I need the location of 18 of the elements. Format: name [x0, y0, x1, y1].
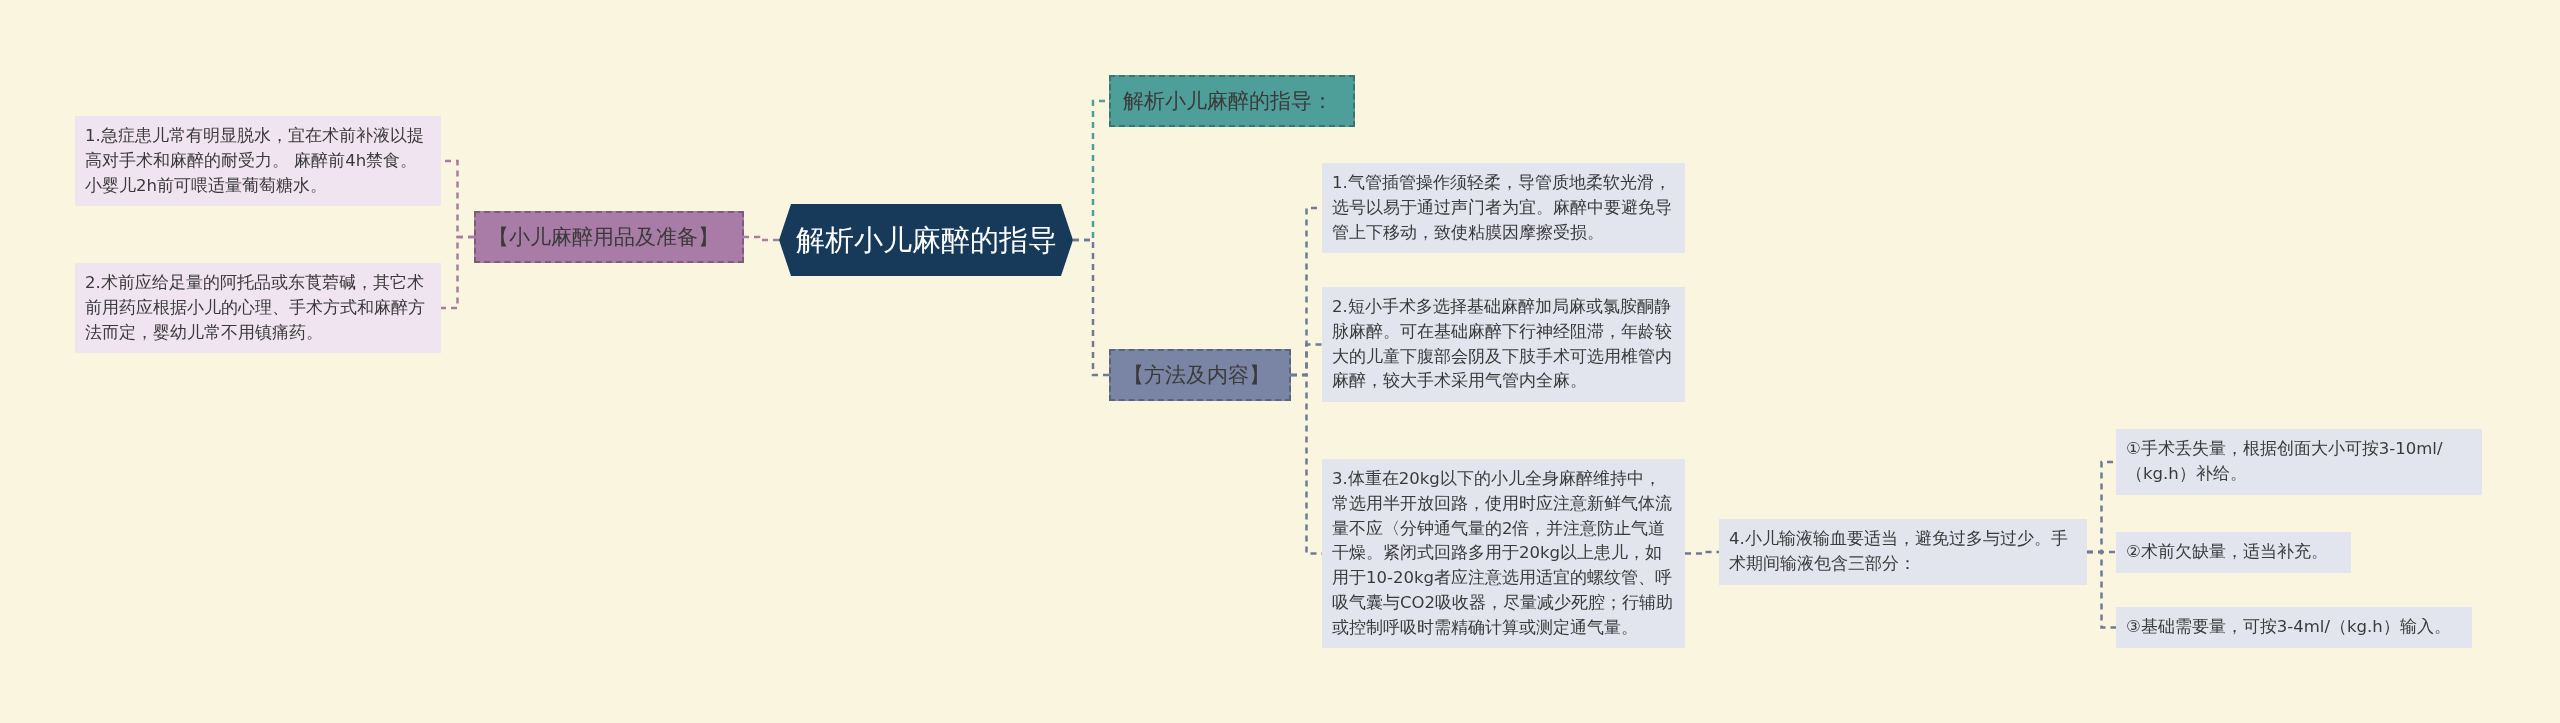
text-box: ②术前欠缺量，适当补充。: [2116, 532, 2351, 573]
central-topic: 解析小儿麻醉的指导: [779, 204, 1073, 276]
text-box: 3.体重在20kg以下的小儿全身麻醉维持中，常选用半开放回路，使用时应注意新鲜气体流量不应〈分钟通气量的2倍，并注意防止气道干燥。紧闭式回路多用于20kg以上患儿，如用于10-20kg者应注意选用适宜的螺纹管、呼吸气囊与CO2吸收器，尽量减少死腔；行辅助或控制呼吸时需精确计算或测定通气量。: [1322, 459, 1685, 649]
connector-line: [441, 235, 474, 310]
branch-box: 解析小儿麻醉的指导：: [1109, 75, 1355, 127]
text-box: ③基础需要量，可按3-4ml/（kg.h）输入。: [2116, 607, 2472, 648]
branch-box: 【小儿麻醉用品及准备】: [474, 211, 744, 263]
text-box: 1.气管插管操作须轻柔，导管质地柔软光滑，选号以易于通过声门者为宜。麻醉中要避免导管上下移动，致使粘膜因摩擦受损。: [1322, 163, 1685, 254]
text-box: ①手术丢失量，根据创面大小可按3-10ml/（kg.h）补给。: [2116, 429, 2482, 495]
connector-line: [1685, 550, 1719, 555]
text-box: 2.术前应给足量的阿托品或东莨菪碱，其它术前用药应根据小儿的心理、手术方式和麻醉方法而定，婴幼儿常不用镇痛药。: [75, 263, 441, 354]
text-box: 2.短小手术多选择基础麻醉加局麻或氯胺酮静脉麻醉。可在基础麻醉下行神经阻滞，年龄较大的儿童下腹部会阴及下肢手术可选用椎管内麻醉，较大手术采用气管内全麻。: [1322, 287, 1685, 402]
connector-line: [744, 235, 779, 242]
text-box: 4.小儿输液输血要适当，避免过多与过少。手术期间输液包含三部分：: [1719, 519, 2087, 585]
connector-line: [1073, 238, 1109, 377]
text-box: 1.急症患儿常有明显脱水，宜在术前补液以提高对手术和麻醉的耐受力。 麻醉前4h禁食。小婴儿2h前可喂适量葡萄糖水。: [75, 116, 441, 207]
branch-box: 【方法及内容】: [1109, 349, 1291, 401]
connector-line: [2087, 550, 2116, 629]
